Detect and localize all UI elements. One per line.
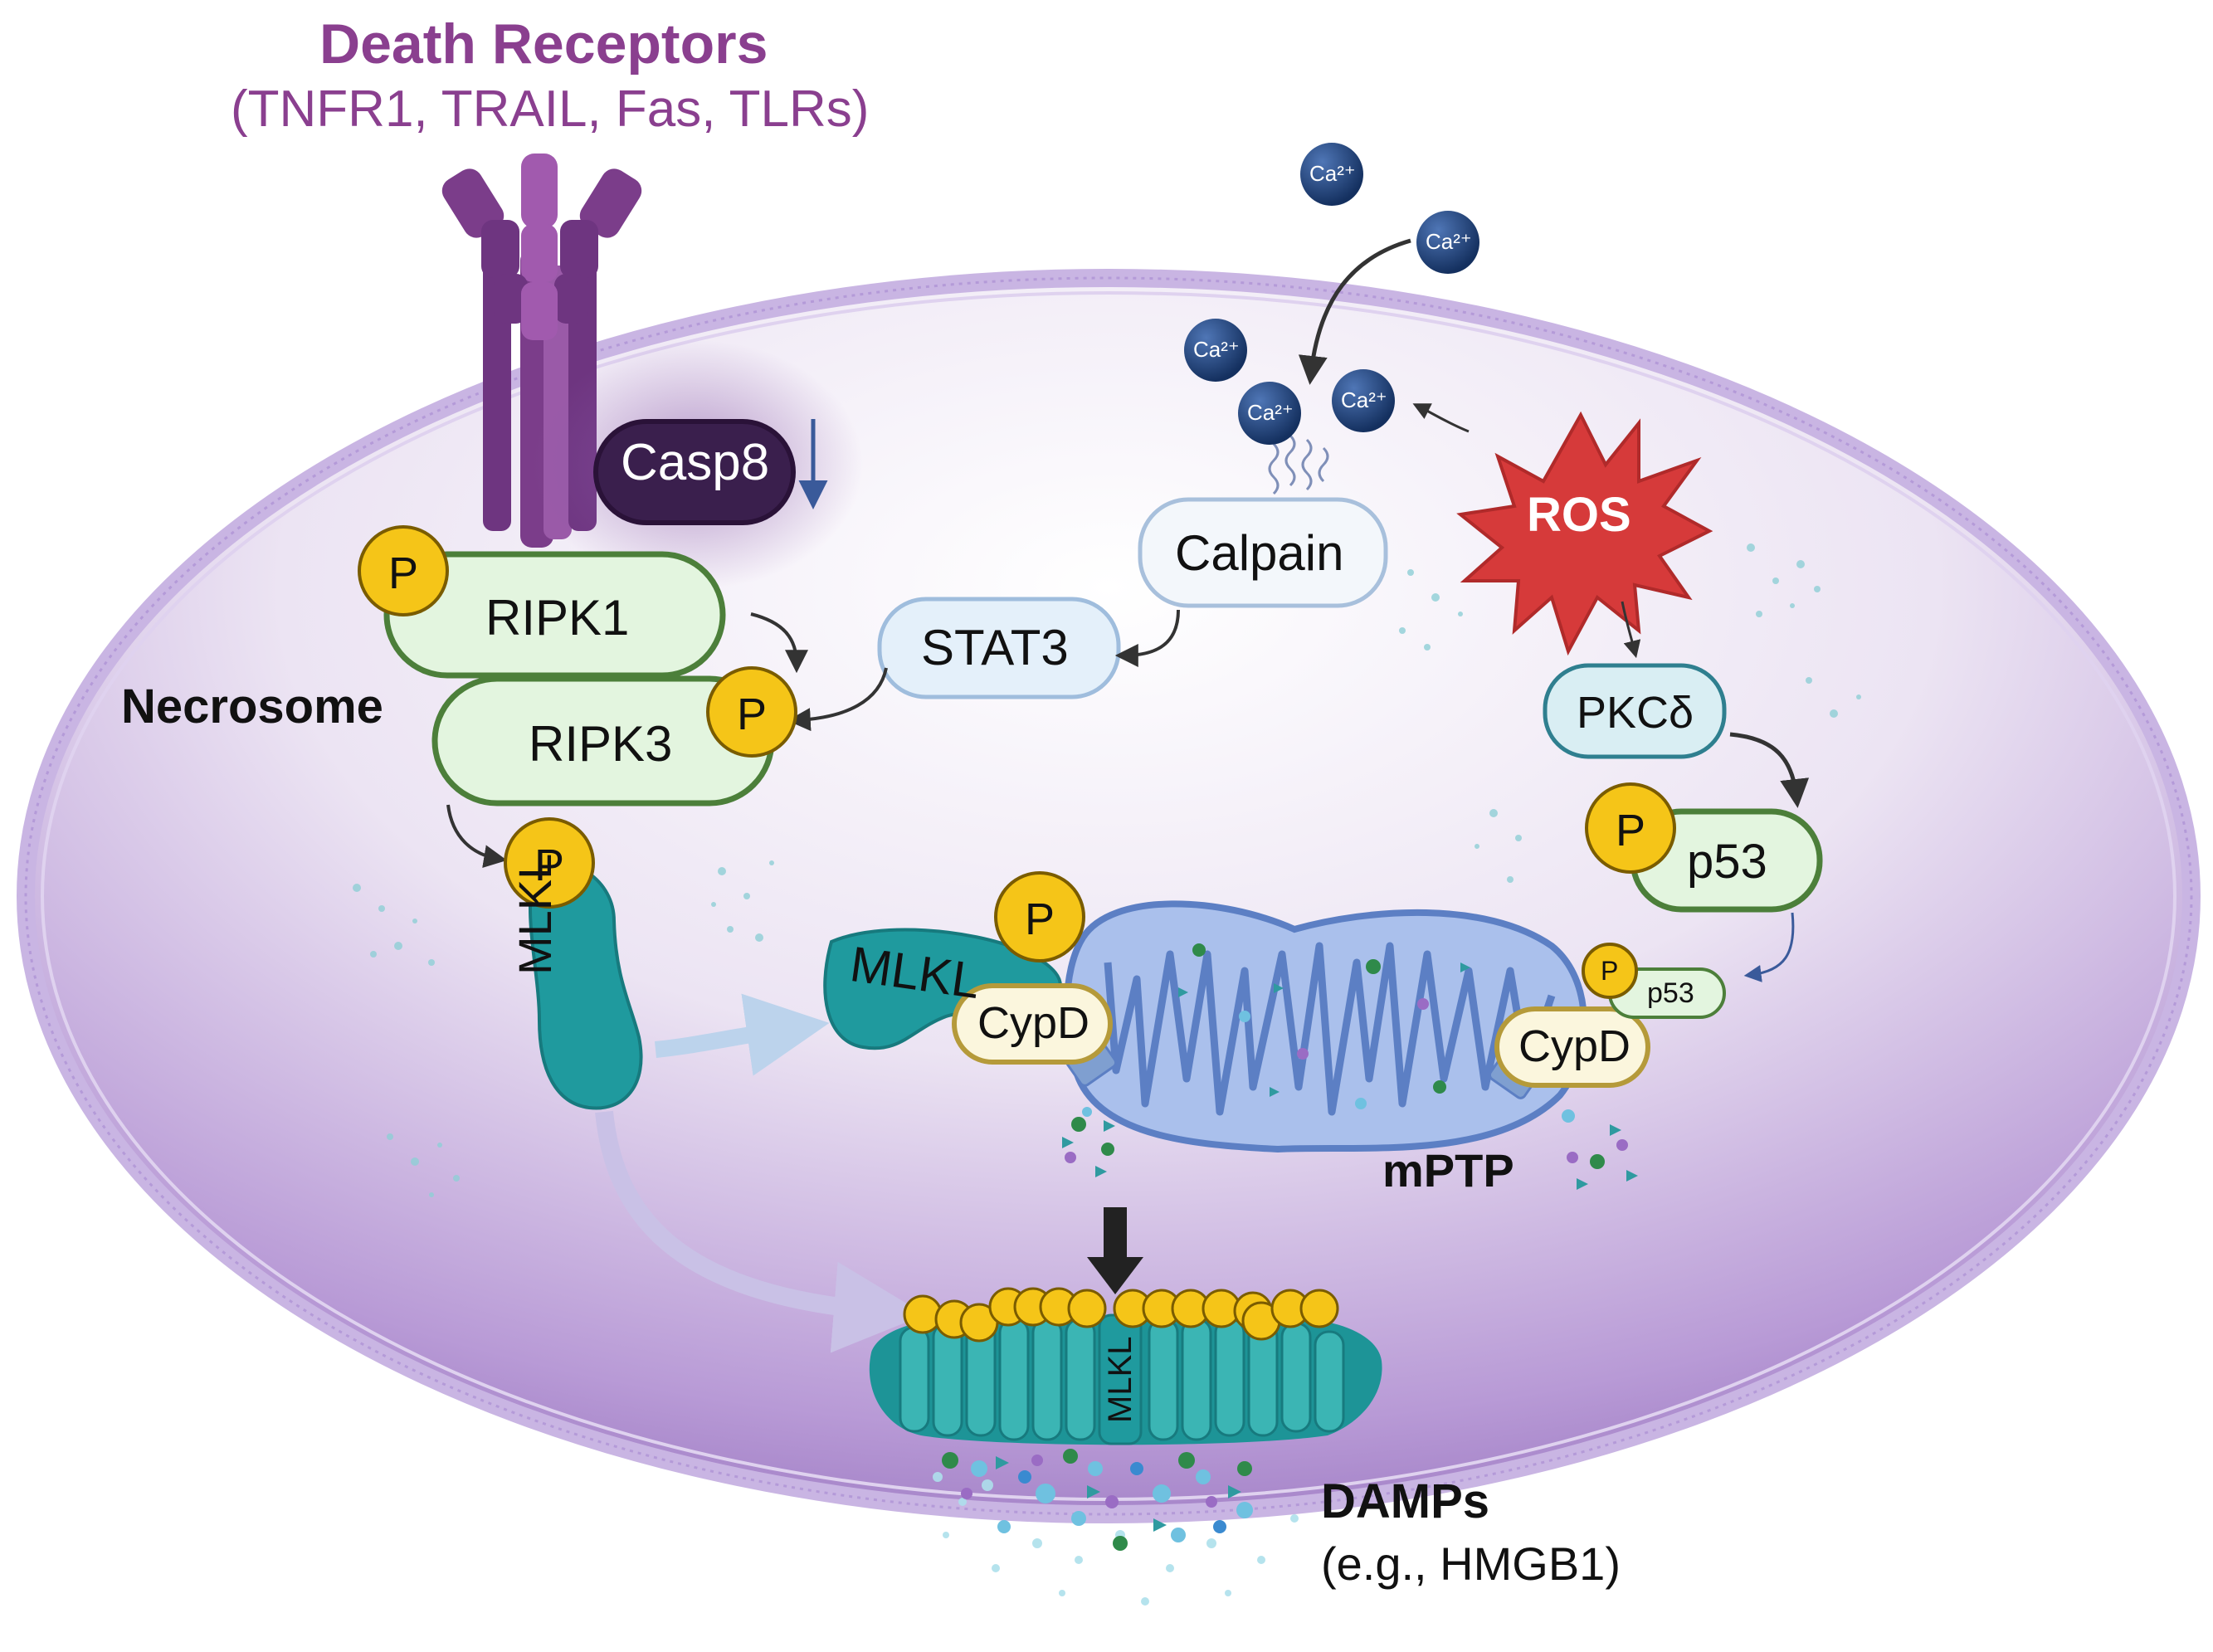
phospho-p53-mito (1582, 943, 1638, 999)
mitochondrion (1063, 900, 1587, 1153)
cypd-left (952, 983, 1113, 1065)
arrow-ripk1-to-ripk3 (750, 612, 808, 674)
casp8-label: Casp8 (621, 434, 770, 491)
calcium-label-1: Ca²⁺ (1309, 161, 1356, 186)
phospho-label-ripk1: P (388, 548, 419, 598)
necrosome-label: Necrosome (121, 680, 383, 733)
ripk1-node (383, 551, 726, 679)
receptor-subtitle: (TNFR1, TRAIL, Fas, TLRs) (231, 80, 870, 138)
mito-damp-release (1062, 1107, 1638, 1190)
arrow-calpain-to-stat3 (1114, 609, 1180, 667)
arrow-pkcd-to-p53 (1729, 732, 1810, 808)
phospho-ripk3 (706, 666, 797, 758)
phospho-p53 (1585, 782, 1676, 874)
ripk3-label: RIPK3 (529, 716, 673, 772)
damps-example-label: (e.g., HMGB1) (1321, 1537, 1621, 1590)
ripk1-label: RIPK1 (485, 590, 630, 646)
ros-burst (1456, 411, 1713, 656)
phospho-label-mlkl: P (534, 841, 565, 890)
arrow-mlkl-to-membrane (595, 1110, 925, 1353)
cypd-right (1494, 1006, 1650, 1088)
calcium-label-2: Ca²⁺ (1426, 229, 1472, 254)
calcium-ions (1184, 143, 1479, 445)
damps-cloud (933, 1449, 1299, 1606)
arrow-stat3-to-ripk3 (787, 667, 888, 732)
calpain-label: Calpain (1175, 525, 1344, 581)
phospho-label-p53-mito: P (1601, 956, 1619, 986)
p53-mito-label: p53 (1647, 977, 1694, 1009)
mptp-label: mPTP (1382, 1144, 1514, 1196)
calpain-node (1138, 497, 1388, 608)
calcium-label-5: Ca²⁺ (1341, 387, 1387, 412)
mlkl-pore-label: MLKL (1102, 1336, 1138, 1424)
cytosolic-particles (353, 543, 1861, 1197)
arrow-p53-to-mito (1743, 912, 1795, 982)
phospho-label-mlkl-mito: P (1025, 894, 1055, 944)
arrow-calcium-influx (1298, 238, 1411, 385)
pkcd-node (1543, 663, 1727, 759)
phospho-ripk1 (358, 525, 449, 616)
phospho-label-ripk3: P (737, 690, 768, 739)
mlkl-pore (869, 1313, 1382, 1445)
casp8-node (531, 340, 863, 589)
ros-label: ROS (1527, 488, 1631, 542)
pkcd-label: PKCδ (1577, 688, 1694, 738)
p53-label: p53 (1687, 835, 1767, 889)
phospho-row (903, 1287, 1339, 1343)
phospho-group (358, 525, 1676, 999)
phospho-mlkl (504, 817, 595, 909)
arrow-mlkl-to-mito (655, 993, 830, 1076)
receptor-title: Death Receptors (319, 12, 768, 76)
calcium-label-4: Ca²⁺ (1247, 400, 1294, 425)
arrow-ros-to-pkcd (1621, 601, 1641, 659)
cypd-left-label: CypD (977, 998, 1090, 1048)
stat3-label: STAT3 (921, 620, 1069, 675)
calcium-label-3: Ca²⁺ (1193, 337, 1240, 362)
cypd-right-label: CypD (1518, 1021, 1631, 1071)
phospho-mlkl-mito (994, 871, 1085, 962)
arrow-ripk3-to-mlkl (446, 804, 508, 869)
arrow-ros-to-calcium (1412, 403, 1470, 433)
calcium-squiggle (1268, 434, 1329, 495)
phospho-label-p53: P (1616, 806, 1646, 855)
damps-label: DAMPs (1321, 1474, 1490, 1528)
mlkl-monomer (528, 860, 643, 1110)
arrow-mito-to-pore (1087, 1207, 1143, 1294)
